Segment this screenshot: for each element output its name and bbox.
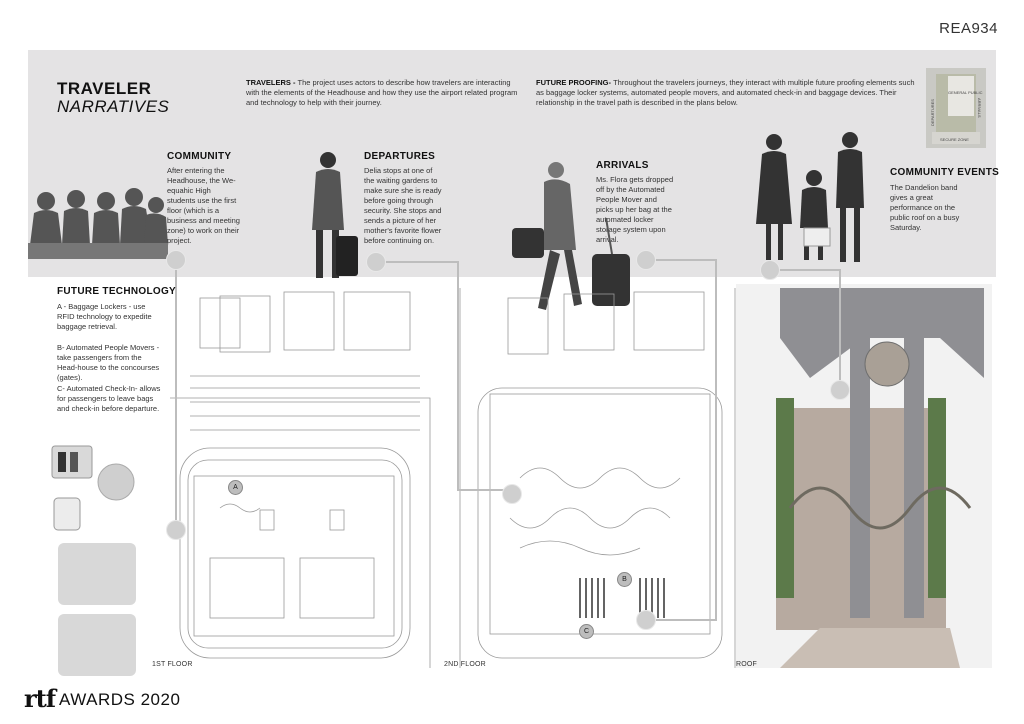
checkin-render xyxy=(58,614,136,676)
travelers-label: TRAVELERS - xyxy=(246,78,298,87)
departures-heading: DEPARTURES xyxy=(364,151,436,162)
pin-c: C xyxy=(579,624,594,639)
community-heading: COMMUNITY xyxy=(167,151,232,162)
community-plan-marker xyxy=(166,520,186,540)
floor2-label: 2ND FLOOR xyxy=(444,661,486,668)
arrivals-marker xyxy=(636,250,656,270)
future-technology-heading: FUTURE TECHNOLOGY xyxy=(57,286,176,297)
future-tech-item-a: A - Baggage Lockers - use RFID technolog… xyxy=(57,302,152,331)
key-map-label-general: GENERAL PUBLIC xyxy=(948,90,983,95)
community-events-text: The Dandelion band gives a great perform… xyxy=(890,183,960,232)
community-events-plan-marker xyxy=(830,380,850,400)
page-id: REA934 xyxy=(939,20,998,37)
key-map-label-arrivals: ARRIVALS xyxy=(977,98,982,118)
floor-plans xyxy=(170,284,992,668)
future-proofing-label: FUTURE PROOFING- xyxy=(536,78,614,87)
future-tech-item-b: B- Automated People Movers - take passen… xyxy=(57,343,160,382)
departures-marker xyxy=(366,252,386,272)
future-proofing-paragraph: FUTURE PROOFING- Throughout the traveler… xyxy=(536,78,920,108)
departures-text: Delia stops at one of the waiting garden… xyxy=(364,166,442,245)
future-proofing-text: Throughout the travelers journeys, they … xyxy=(536,78,915,107)
page-title: TRAVELER xyxy=(57,79,152,98)
students-photo xyxy=(28,188,168,259)
page-subtitle: NARRATIVES xyxy=(57,97,170,116)
people-mover-render xyxy=(58,543,136,605)
narrative-connectors xyxy=(175,259,841,621)
delia-photo xyxy=(312,152,358,278)
logo-text: AWARDS 2020 xyxy=(59,690,181,709)
tech-devices-illustration xyxy=(51,445,135,531)
community-marker xyxy=(166,250,186,270)
arrivals-heading: ARRIVALS xyxy=(596,160,649,171)
logo-mark: rtf xyxy=(24,684,56,713)
future-tech-item-c: C- Automated Check-In- allows for passen… xyxy=(57,384,161,413)
rtf-awards-logo: rtf AWARDS 2020 xyxy=(24,684,180,713)
floor1-label: 1ST FLOOR xyxy=(152,661,193,668)
community-events-marker xyxy=(760,260,780,280)
community-text: After entering the Headhouse, the We-equ… xyxy=(167,166,240,245)
community-events-heading: COMMUNITY EVENTS xyxy=(890,167,1000,178)
pin-a: A xyxy=(228,480,243,495)
ms-flora-photo xyxy=(512,162,630,310)
key-map: GENERAL PUBLIC DEPARTURES ARRIVALS SECUR… xyxy=(926,68,986,148)
travelers-text: The project uses actors to describe how … xyxy=(246,78,518,107)
travelers-paragraph: TRAVELERS - The project uses actors to d… xyxy=(246,78,524,108)
departures-plan-marker xyxy=(502,484,522,504)
key-map-label-departures: DEPARTURES xyxy=(930,99,935,126)
arrivals-text: Ms. Flora gets dropped off by the Automa… xyxy=(596,175,674,244)
roof-label: ROOF xyxy=(736,661,758,668)
pin-b: B xyxy=(617,572,632,587)
key-map-label-secure: SECURE ZONE xyxy=(940,137,969,142)
dandelion-band-photo xyxy=(756,132,864,262)
arrivals-plan-marker xyxy=(636,610,656,630)
